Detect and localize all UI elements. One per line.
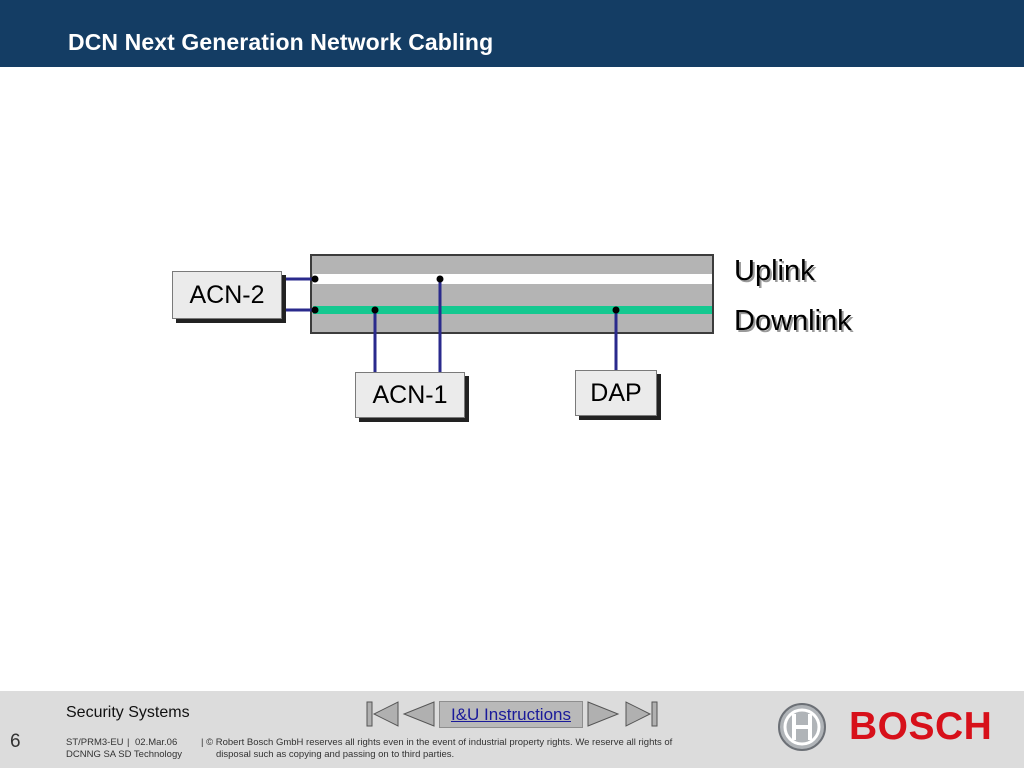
nav-instructions-link[interactable]: I&U Instructions <box>439 701 583 728</box>
last-slide-bar-icon <box>651 701 658 727</box>
footer-copyright-1: | © Robert Bosch GmbH reserves all right… <box>201 737 673 748</box>
acn1-box: ACN-1 <box>355 372 465 418</box>
downlink-label: Downlink <box>734 305 852 337</box>
uplink-line <box>313 274 712 284</box>
next-slide-button[interactable] <box>586 701 620 727</box>
last-slide-button[interactable] <box>624 701 658 727</box>
acn1-label: ACN-1 <box>372 381 448 409</box>
dap-box: DAP <box>575 370 657 416</box>
first-slide-arrow-icon <box>372 701 399 727</box>
acn2-label: ACN-2 <box>189 281 265 309</box>
footer-company: Security Systems <box>66 704 190 721</box>
footer-copyright-2: disposal such as copying and passing on … <box>216 749 455 760</box>
next-arrow-icon <box>587 701 620 727</box>
cable-duct <box>310 254 714 334</box>
acn2-box: ACN-2 <box>172 271 282 319</box>
footer-group: DCNNG SA SD Technology <box>66 749 182 760</box>
dap-label: DAP <box>590 379 642 407</box>
bosch-emblem-icon <box>778 703 826 751</box>
downlink-line <box>313 306 712 314</box>
previous-slide-button[interactable] <box>402 701 436 727</box>
last-slide-arrow-icon <box>625 701 652 727</box>
first-slide-button[interactable] <box>366 701 400 727</box>
acn1-downlink-tap <box>371 306 379 314</box>
bosch-logo-text: BOSCH <box>849 705 993 748</box>
footer-separator: | <box>127 737 130 748</box>
header-bar: DCN Next Generation Network Cabling <box>0 0 1024 67</box>
acn2-uplink-tap <box>311 275 319 283</box>
page-number: 6 <box>10 731 21 752</box>
dap-downlink-tap <box>612 306 620 314</box>
page-title: DCN Next Generation Network Cabling <box>68 29 494 55</box>
footer-bar: 6 Security Systems ST/PRM3-EU | 02.Mar.0… <box>0 691 1024 768</box>
acn1-uplink-tap <box>436 275 444 283</box>
acn2-downlink-tap <box>311 306 319 314</box>
footer-dept: ST/PRM3-EU <box>66 737 124 748</box>
footer-date: 02.Mar.06 <box>135 737 178 748</box>
uplink-label: Uplink <box>734 255 815 287</box>
previous-arrow-icon <box>402 701 435 727</box>
first-slide-bar-icon <box>366 701 373 727</box>
